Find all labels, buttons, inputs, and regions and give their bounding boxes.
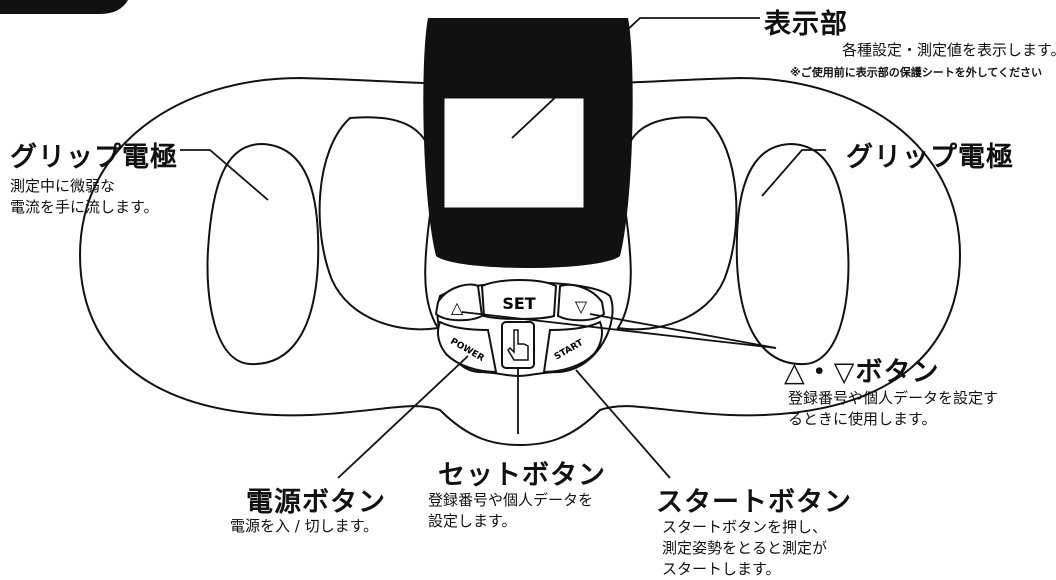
down-button[interactable]: [556, 283, 606, 322]
label-updown-title: △・▽ボタン: [784, 357, 940, 388]
power-button[interactable]: [437, 320, 498, 374]
hand-pointer-icon: [507, 329, 529, 361]
leader-display: [511, 17, 760, 139]
label-grip-left-desc: 測定中に微弱な 電流を手に流します。: [10, 177, 159, 216]
set-button-label: SET: [502, 294, 535, 313]
grip-electrode-left: [206, 142, 320, 366]
label-power-title: 電源ボタン: [246, 487, 386, 518]
up-button-icon: △: [451, 298, 464, 317]
label-set-desc: 登録番号や個人データを 設定します。: [428, 491, 594, 530]
label-updown-desc: 登録番号や個人データを設定す るときに使用します。: [788, 389, 999, 428]
leader-down: [589, 313, 777, 349]
label-grip-left-title: グリップ電極: [10, 142, 178, 173]
leader-power: [337, 355, 469, 479]
label-start-title: スタートボタン: [656, 487, 852, 518]
label-display-desc: 各種設定・測定値を表示します。: [842, 41, 1056, 59]
set-button[interactable]: [480, 279, 558, 320]
corner-tab: [0, 0, 128, 14]
label-start-desc: スタートボタンを押し、 測定姿勢をとると測定が スタートします。: [662, 518, 828, 578]
label-grip-right-title: グリップ電極: [846, 142, 1014, 173]
grip-electrode-right: [735, 142, 850, 366]
leader-up: [461, 311, 777, 349]
leader-start: [575, 369, 671, 479]
label-display-note: ※ご使用前に表示部の保護シートを外してください: [790, 66, 1043, 79]
display-screen: [443, 97, 585, 209]
up-button[interactable]: [434, 283, 484, 322]
down-button-icon: ▽: [575, 297, 588, 316]
leader-grip-right: [761, 149, 826, 197]
leader-grip-left: [180, 149, 269, 201]
start-button[interactable]: [542, 320, 603, 374]
label-display-title: 表示部: [764, 9, 848, 40]
label-power-desc: 電源を入 / 切します。: [230, 517, 379, 535]
label-set-title: セットボタン: [438, 460, 606, 491]
